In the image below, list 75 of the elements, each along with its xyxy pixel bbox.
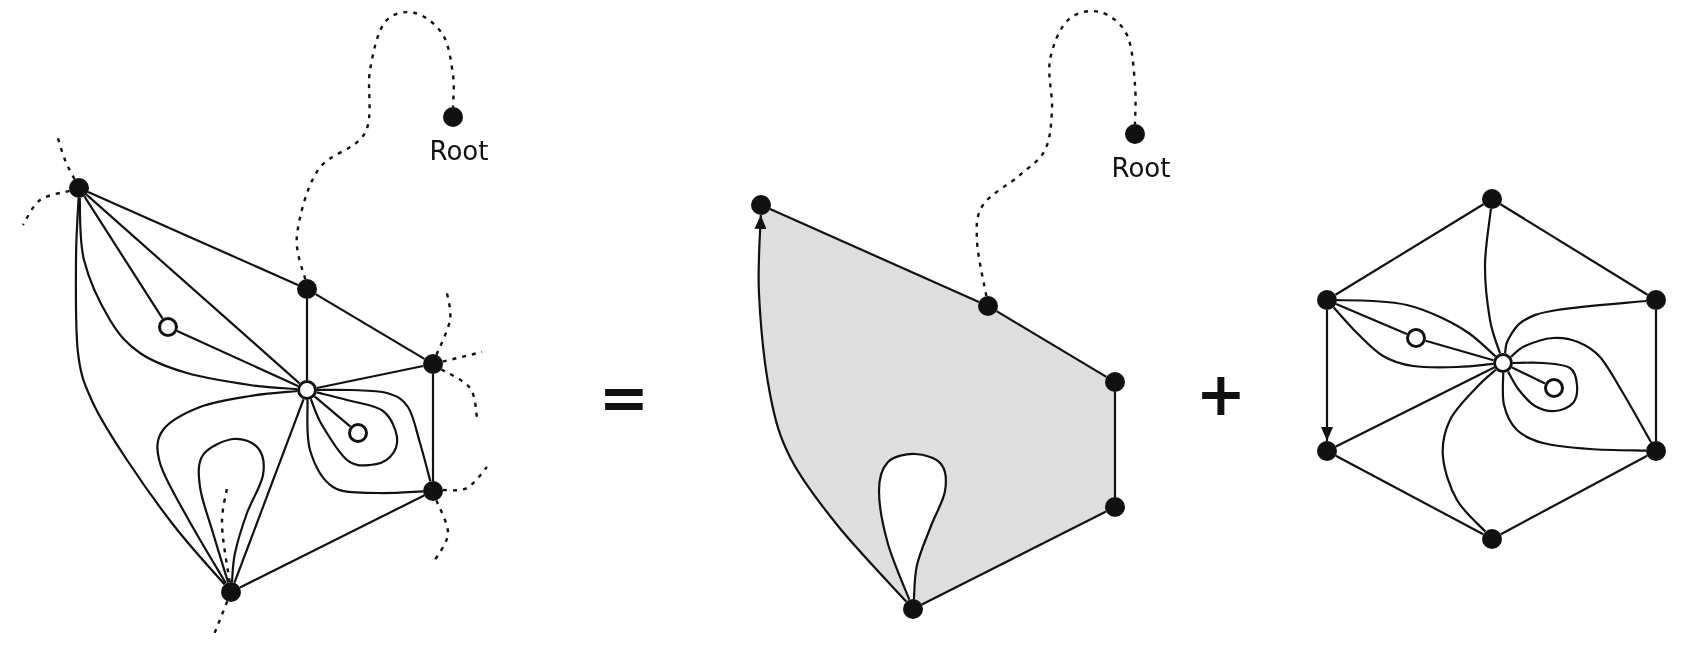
curved-edge bbox=[306, 400, 424, 495]
vertex-label: Root bbox=[429, 138, 489, 164]
vertex-dot bbox=[978, 296, 998, 316]
edge-line bbox=[1335, 366, 1495, 448]
plus-sign: + bbox=[1195, 364, 1247, 424]
edge-line bbox=[1335, 454, 1484, 536]
dotted-line bbox=[440, 368, 479, 418]
dotted-line bbox=[435, 292, 452, 356]
vertex-dot bbox=[1646, 441, 1666, 461]
curved-edge bbox=[1483, 208, 1502, 354]
curved-edge bbox=[1332, 306, 1494, 369]
edge-line bbox=[1499, 203, 1649, 296]
edge-line bbox=[305, 299, 309, 380]
vertex-dot bbox=[423, 354, 443, 374]
edge-line bbox=[769, 208, 980, 303]
dotted-line bbox=[295, 10, 455, 280]
vertex-label: Root bbox=[1111, 155, 1171, 181]
vertex-dot bbox=[1482, 189, 1502, 209]
vertex-dot bbox=[1105, 372, 1125, 392]
edge-line bbox=[1113, 392, 1117, 497]
edge-line bbox=[83, 195, 164, 320]
edge-line bbox=[233, 399, 305, 583]
vertex-dot bbox=[297, 279, 317, 299]
vertex-dot bbox=[903, 599, 923, 619]
edge-line bbox=[1425, 339, 1494, 362]
edge-line bbox=[1511, 366, 1546, 385]
dotted-line bbox=[975, 9, 1137, 297]
dotted-line bbox=[220, 487, 231, 583]
curved-edge bbox=[74, 197, 226, 586]
loop-edge bbox=[1507, 361, 1579, 413]
edge-line bbox=[1334, 203, 1485, 296]
dotted-line bbox=[21, 189, 70, 226]
edge-line bbox=[996, 310, 1107, 378]
edge-line bbox=[316, 364, 424, 390]
arrow bbox=[1321, 310, 1333, 441]
loop-edge bbox=[877, 452, 947, 601]
vertex-dot bbox=[1317, 441, 1337, 461]
dotted-line bbox=[443, 466, 488, 492]
edge-line bbox=[239, 494, 425, 589]
vertex-dot bbox=[69, 178, 89, 198]
hollow-vertex bbox=[1493, 353, 1513, 373]
vertex-dot bbox=[1105, 497, 1125, 517]
hollow-vertex bbox=[158, 317, 178, 337]
hollow-vertex bbox=[297, 380, 317, 400]
dotted-line bbox=[433, 499, 450, 561]
edge-line bbox=[1335, 302, 1408, 336]
edge-line bbox=[87, 191, 299, 286]
edge-line bbox=[315, 293, 425, 360]
dotted-line bbox=[442, 350, 483, 363]
vertex-dot bbox=[1482, 529, 1502, 549]
curved-edge bbox=[1441, 368, 1497, 533]
vertex-dot bbox=[751, 195, 771, 215]
curved-edge bbox=[156, 389, 298, 584]
curved-edge bbox=[1504, 299, 1647, 354]
vertex-dot bbox=[423, 481, 443, 501]
vertex-dot bbox=[1646, 290, 1666, 310]
arrow bbox=[754, 214, 908, 603]
curved-edge bbox=[1501, 373, 1647, 452]
equals-sign: = bbox=[598, 368, 650, 428]
loop-edge bbox=[309, 391, 399, 467]
vertex-dot bbox=[221, 582, 241, 602]
curved-edge bbox=[1337, 299, 1497, 358]
edge-line bbox=[1654, 310, 1658, 441]
edge-line bbox=[313, 395, 352, 428]
edge-line bbox=[921, 510, 1107, 606]
curved-edge bbox=[317, 388, 432, 482]
curved-edge bbox=[1510, 336, 1653, 443]
edge-line bbox=[431, 374, 435, 481]
edge-line bbox=[176, 330, 299, 387]
loop-edge bbox=[197, 437, 265, 583]
vertex-dot bbox=[1317, 290, 1337, 310]
hollow-vertex bbox=[1406, 328, 1426, 348]
hollow-vertex bbox=[1544, 378, 1564, 398]
hollow-vertex bbox=[348, 423, 368, 443]
edge-line bbox=[1500, 454, 1648, 536]
